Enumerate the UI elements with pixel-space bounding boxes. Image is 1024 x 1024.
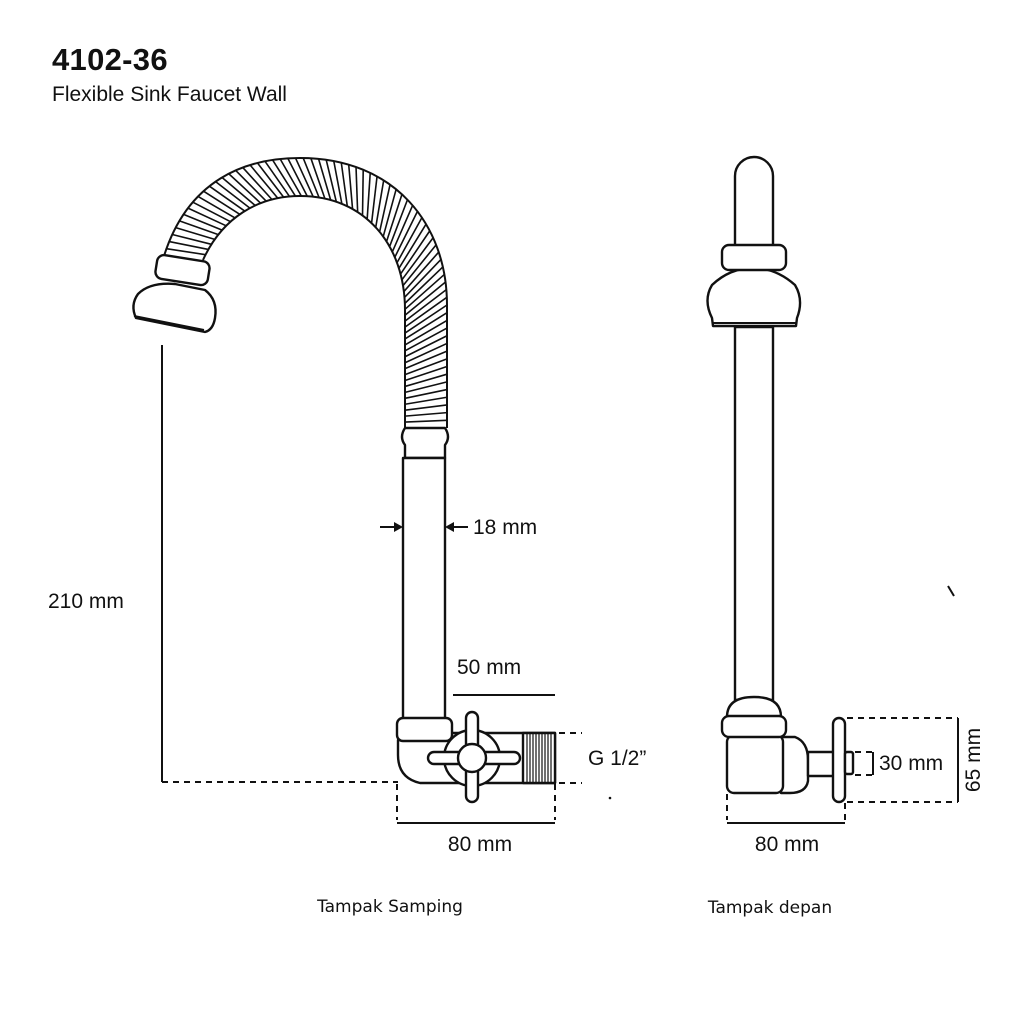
hose-rib: [404, 312, 448, 340]
hose-top: [733, 155, 775, 249]
hose-rib: [404, 381, 448, 394]
hose-rib: [208, 185, 246, 212]
front-depth-label: 80 mm: [755, 833, 819, 856]
hose-rib: [172, 233, 212, 246]
hose-rib: [183, 213, 223, 231]
hose-rib: [402, 244, 437, 287]
hose-rib: [404, 365, 448, 382]
hose-rib: [378, 184, 391, 233]
hose-rib: [347, 164, 354, 210]
hose-rib: [249, 164, 279, 199]
hose-neck: [400, 426, 450, 460]
hose-rib: [403, 258, 442, 298]
hose-rib: [366, 172, 372, 220]
hose-rib: [235, 169, 267, 202]
hose-rib: [404, 289, 447, 322]
connector-length-label: 50 mm: [457, 656, 521, 679]
hose-rib: [287, 158, 308, 197]
hose-rib: [192, 201, 231, 223]
hose-rib: [317, 158, 332, 201]
hose-rib: [401, 237, 434, 281]
height-dimension-label: 210 mm: [48, 590, 124, 613]
aerator: [132, 253, 217, 334]
hose-rib: [388, 199, 409, 247]
hose-rib: [399, 230, 431, 275]
tube-diameter-label: 18 mm: [473, 516, 537, 539]
hose-rib: [404, 350, 448, 370]
aerator-dome: [706, 266, 802, 328]
hose-rib: [166, 247, 206, 256]
front-view-caption: Tampak depan: [707, 898, 832, 918]
side-view-caption: Tampak Samping: [316, 897, 463, 917]
handle-hub: [456, 742, 488, 774]
hose-rib: [197, 195, 236, 219]
flexible-hose: [163, 156, 448, 428]
hose-rib: [404, 396, 448, 406]
hose-rib: [385, 194, 403, 242]
hose-rib: [332, 160, 343, 204]
hose-rib: [271, 159, 297, 197]
front-tube: [733, 325, 775, 702]
spout-tube: [401, 456, 447, 722]
hose-rib: [187, 207, 227, 227]
hose-rib: [404, 266, 444, 304]
hose-rib: [228, 173, 262, 204]
hose-rib: [169, 240, 209, 251]
hose-rib: [310, 158, 326, 199]
hose-rib: [404, 404, 448, 411]
hose-rib: [404, 281, 447, 316]
nut-dimension-label: 30 mm: [879, 752, 943, 775]
hose-rib: [340, 162, 349, 207]
hose-rib: [264, 160, 291, 197]
hose-rib: [404, 373, 448, 388]
hose-rib: [398, 223, 427, 269]
wall-connector: [395, 710, 557, 804]
side-view: 210 mm 18 mm 50 mm G 1/2” 80 mm Tampak S…: [48, 156, 646, 917]
hose-rib: [203, 190, 241, 216]
hose-rib: [179, 220, 219, 236]
hose-rib: [256, 162, 285, 198]
hose-rib: [404, 319, 448, 346]
product-name: Flexible Sink Faucet Wall: [52, 83, 287, 106]
hose-rib: [370, 176, 378, 224]
hose-rib: [404, 358, 448, 376]
hose-rib: [355, 167, 359, 213]
thread-size-label: G 1/2”: [588, 747, 646, 770]
hose-rib: [404, 419, 448, 423]
hose-rib: [391, 205, 414, 253]
hose-rib: [404, 342, 448, 364]
hose-rib: [382, 189, 397, 237]
hose-rib: [294, 157, 314, 198]
hose-rib: [361, 169, 365, 216]
hose-rib: [374, 180, 385, 228]
hose-rib: [175, 226, 215, 241]
flange-dimension-label: 65 mm: [962, 728, 985, 792]
hose-rib: [396, 217, 423, 264]
hose-rib: [403, 251, 440, 293]
hose-rib: [404, 388, 448, 400]
hose-rib: [221, 176, 256, 207]
hose-rib: [302, 157, 320, 198]
hose-rib: [404, 304, 448, 334]
hose-rib: [404, 327, 448, 352]
product-model: 4102-36: [52, 42, 168, 77]
hose-rib: [325, 159, 338, 202]
hose-rib: [394, 211, 419, 258]
hose-rib: [215, 180, 251, 209]
hose-rib: [404, 273, 445, 310]
hose-rib: [279, 158, 303, 197]
hose-rib: [404, 411, 448, 417]
front-view: 65 mm 30 mm 80 mm Tampak depan: [706, 155, 985, 918]
side-depth-label: 80 mm: [448, 833, 512, 856]
hose-rib: [404, 296, 448, 328]
hose-rib: [404, 335, 448, 358]
flange: [831, 716, 847, 804]
hose-rib: [242, 166, 273, 201]
